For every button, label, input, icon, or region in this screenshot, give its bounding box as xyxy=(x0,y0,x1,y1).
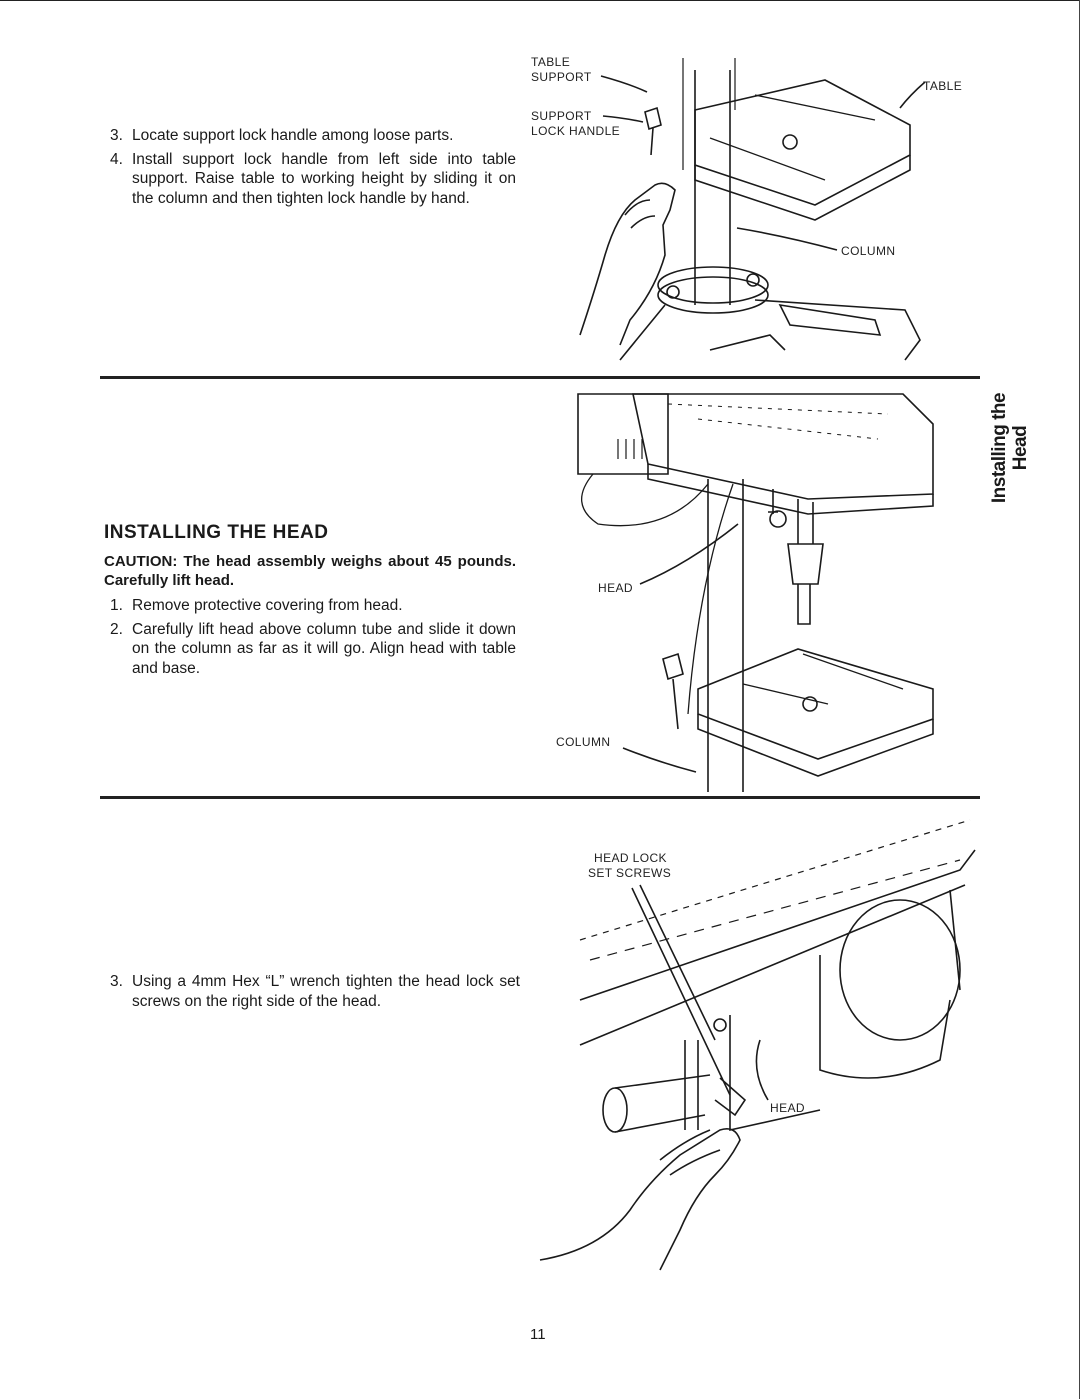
label-head: HEAD xyxy=(770,1101,805,1115)
column-tube xyxy=(694,70,731,305)
motor xyxy=(839,899,961,1041)
step-text: Using a 4mm Hex “L” wrench tighten the h… xyxy=(132,973,520,1010)
table-support-illustration: TABLE SUPPORT SUPPORT LOCK HANDLE TABLE … xyxy=(531,55,962,361)
leader-head xyxy=(755,1039,769,1101)
label-support-lock-handle-line1: SUPPORT xyxy=(531,109,592,123)
step-number: 3. xyxy=(110,973,123,990)
section-title: INSTALLING THE HEAD xyxy=(104,522,329,543)
hand xyxy=(539,1127,741,1271)
figure-head-lock-set-screws: HEAD LOCK SET SCREWS HEAD xyxy=(520,810,985,1280)
spindle xyxy=(797,499,814,544)
head-housing-edge xyxy=(579,849,976,1001)
column-tube xyxy=(707,479,744,792)
side-tab-line2: Head xyxy=(1010,425,1031,471)
side-tab-line1: Installing the xyxy=(989,392,1010,504)
chuck xyxy=(787,543,824,585)
label-table-support-line1: TABLE xyxy=(531,55,570,69)
leader-column xyxy=(622,747,697,773)
label-column: COLUMN xyxy=(556,735,610,749)
label-head-lock-line2: SET SCREWS xyxy=(588,866,671,880)
step-item: 2. Carefully lift head above column tube… xyxy=(110,620,516,679)
label-head-lock-line1: HEAD LOCK xyxy=(594,851,667,865)
leader-column xyxy=(736,227,838,251)
hand xyxy=(579,182,676,346)
set-screw xyxy=(713,1018,727,1032)
leader-set-screws xyxy=(631,884,731,1096)
motor xyxy=(577,393,669,475)
head-housing xyxy=(632,393,934,500)
figure-install-head: HEAD COLUMN xyxy=(548,384,968,792)
step-text: Carefully lift head above column tube an… xyxy=(132,620,516,677)
label-table: TABLE xyxy=(923,79,962,93)
step-number: 4. xyxy=(110,150,123,168)
table-center-hole xyxy=(782,134,798,150)
section3-steps: 3. Using a 4mm Hex “L” wrench tighten th… xyxy=(110,972,520,1015)
step-item: 3. Locate support lock handle among loos… xyxy=(110,126,516,146)
figure-table-support: TABLE SUPPORT SUPPORT LOCK HANDLE TABLE … xyxy=(525,50,985,365)
head-install-illustration: HEAD COLUMN xyxy=(556,393,934,792)
leader-lock-handle xyxy=(602,115,644,123)
step-text: Install support lock handle from left si… xyxy=(132,150,516,207)
label-support-lock-handle-line2: LOCK HANDLE xyxy=(531,124,620,138)
leader-table xyxy=(899,81,926,109)
step-text: Locate support lock handle among loose p… xyxy=(132,127,454,144)
section1-steps: 3. Locate support lock handle among loos… xyxy=(110,126,516,212)
page-number: 11 xyxy=(530,1326,546,1343)
side-tab-text: Installing the Head xyxy=(989,393,1031,503)
page-top-edge xyxy=(0,0,1080,1)
step-number: 1. xyxy=(110,597,123,614)
caution-note: CAUTION: The head assembly weighs about … xyxy=(104,553,516,589)
leader-head xyxy=(639,523,739,585)
step-number: 2. xyxy=(110,620,123,638)
step-number: 3. xyxy=(110,127,123,144)
section2-steps: 1. Remove protective covering from head.… xyxy=(110,596,516,682)
set-screws-illustration: HEAD LOCK SET SCREWS HEAD xyxy=(539,819,976,1271)
leader-table-support xyxy=(600,75,648,93)
step-item: 3. Using a 4mm Hex “L” wrench tighten th… xyxy=(110,972,520,1011)
column-collar xyxy=(657,266,769,304)
hex-wrench xyxy=(714,1077,747,1117)
label-table-support-line2: SUPPORT xyxy=(531,70,592,84)
step-text: Remove protective covering from head. xyxy=(132,597,403,614)
label-column: COLUMN xyxy=(841,244,895,258)
section-divider-2 xyxy=(100,796,980,799)
step-item: 4. Install support lock handle from left… xyxy=(110,150,516,209)
section-divider-1 xyxy=(100,376,980,379)
label-head: HEAD xyxy=(598,581,633,595)
section-side-tab: Installing the Head xyxy=(980,393,1040,503)
step-item: 1. Remove protective covering from head. xyxy=(110,596,516,616)
